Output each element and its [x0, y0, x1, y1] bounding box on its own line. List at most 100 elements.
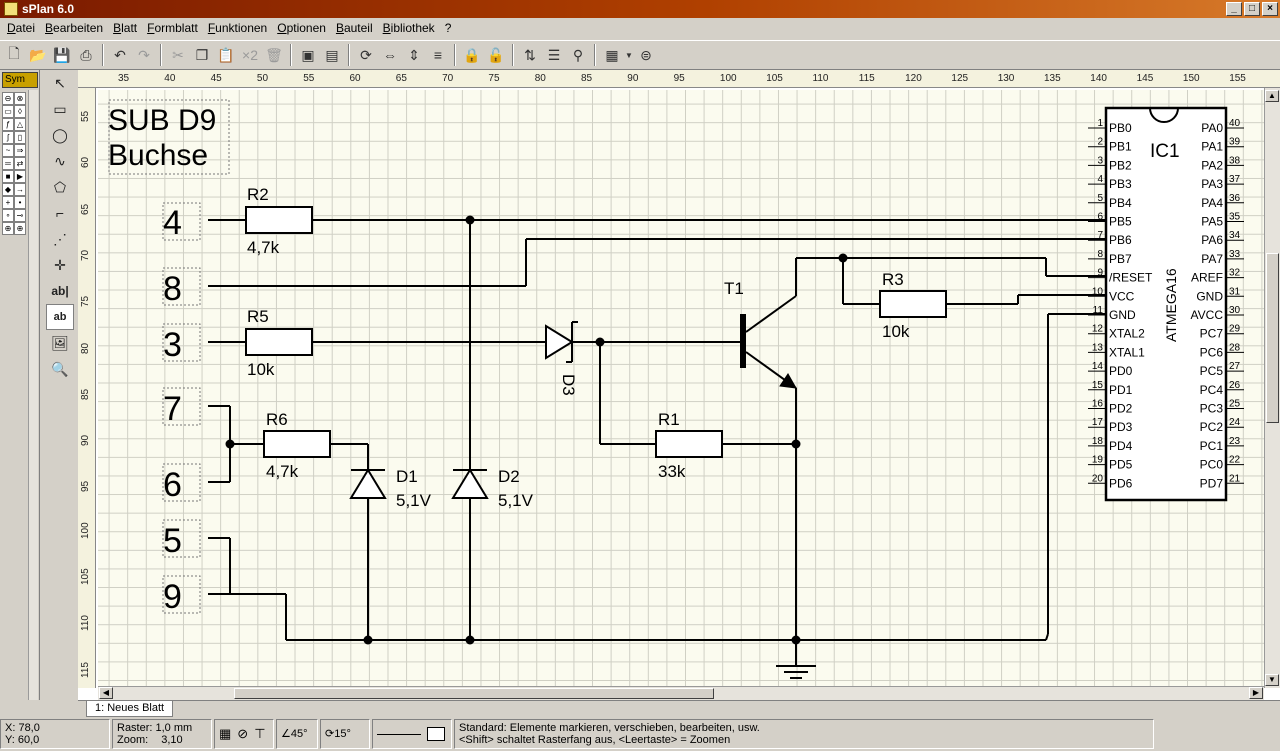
rotate-icon[interactable]: ⟳	[360, 46, 372, 63]
menu-bibliothek[interactable]: Bibliothek	[382, 21, 435, 35]
scroll-up-arrow[interactable]: ▲	[1265, 90, 1279, 102]
symbol-icon[interactable]: ═	[2, 157, 14, 170]
menu-blatt[interactable]: Blatt	[113, 21, 138, 35]
ruler-tick-label: 65	[395, 73, 407, 84]
menu-formblatt[interactable]: Formblatt	[147, 21, 198, 35]
text-icon[interactable]: ab|	[51, 284, 69, 298]
ic-pin-name: PD6	[1109, 476, 1133, 490]
open-folder-icon[interactable]: 📂	[29, 46, 47, 63]
polygon-icon[interactable]: ⬠	[53, 178, 67, 195]
menu-bauteil[interactable]: Bauteil	[335, 21, 373, 35]
copy-icon[interactable]: ❐	[195, 46, 209, 63]
symbol-icon[interactable]: ⊕	[14, 222, 26, 235]
symbol-icon[interactable]: ⊖	[2, 92, 14, 105]
redo-icon[interactable]: ↷	[138, 46, 150, 63]
align-icon[interactable]: ≡	[433, 47, 443, 63]
close-button[interactable]: ×	[1262, 2, 1278, 16]
binoculars-icon[interactable]: ⚲	[572, 46, 584, 63]
bezier-icon[interactable]: ∿	[54, 152, 66, 169]
rotation-step-readout[interactable]: 15°	[334, 728, 351, 740]
delete-icon[interactable]: 🗑	[265, 46, 283, 63]
menu-optionen[interactable]: Optionen	[277, 21, 326, 35]
symbol-icon[interactable]: ∘	[2, 209, 14, 222]
scroll-thumb[interactable]	[1266, 253, 1279, 423]
symbol-icon[interactable]: ◆	[2, 183, 14, 196]
library-scrollbar[interactable]	[28, 90, 38, 700]
schematic-sheet[interactable]: SUB D9 Buchse 4 8 3 7 6 5 9 R2 4,7k R5 1…	[98, 90, 1264, 686]
angle-readout[interactable]: 45°	[290, 728, 308, 740]
new-file-icon[interactable]: 🗋	[8, 45, 20, 61]
undo-icon[interactable]: ↶	[114, 46, 126, 63]
grid-icon[interactable]: ▦	[605, 46, 619, 63]
scroll-right-arrow[interactable]: ▶	[1249, 687, 1263, 699]
line-style-icon[interactable]	[377, 733, 421, 735]
symbol-icon[interactable]: ▶	[14, 170, 26, 183]
ic-pin-name: PB7	[1109, 252, 1132, 266]
junction-icon[interactable]: ✛	[54, 256, 66, 273]
to-back-icon[interactable]: ▤	[325, 46, 339, 63]
parts-list-icon[interactable]: ☰	[547, 46, 561, 63]
symbol-icon[interactable]: ⇒	[14, 144, 26, 157]
numbering-icon[interactable]: ⇅	[524, 46, 536, 63]
unlock-icon[interactable]: 🔓	[487, 46, 505, 63]
minimize-button[interactable]: _	[1226, 2, 1242, 16]
save-icon[interactable]: 💾	[53, 46, 71, 63]
mirror-horizontal-icon[interactable]: ⇔	[383, 47, 397, 63]
print-icon[interactable]: ⎙	[80, 46, 92, 63]
library-selector[interactable]: Sym	[2, 72, 38, 88]
symbol-icon[interactable]: ◊	[14, 105, 26, 118]
menu-help[interactable]: ?	[444, 21, 452, 35]
tab-sheet-1[interactable]: 1: Neues Blatt	[86, 701, 174, 717]
pointer-icon[interactable]: ↖	[54, 74, 66, 91]
to-front-icon[interactable]: ▣	[301, 46, 315, 63]
scroll-down-arrow[interactable]: ▼	[1265, 674, 1279, 686]
symbol-icon[interactable]: ƒ	[2, 118, 14, 131]
chevron-down-icon[interactable]: ▼	[625, 50, 633, 60]
symbol-icon[interactable]: ■	[2, 170, 14, 183]
ruler-tick-label: 50	[256, 73, 269, 84]
symbol-icon[interactable]: ▭	[2, 105, 14, 118]
scroll-thumb[interactable]	[234, 688, 714, 699]
symbol-icon[interactable]: ʃ	[2, 131, 14, 144]
zoom-fit-icon[interactable]: ⊜	[640, 46, 652, 63]
symbol-icon[interactable]: ⊗	[14, 92, 26, 105]
connect-icon[interactable]: ⊤	[254, 726, 266, 741]
zoom-icon[interactable]: 🔍	[51, 360, 69, 377]
fill-color-icon[interactable]	[427, 727, 445, 741]
paste-icon[interactable]: 📋	[217, 46, 235, 63]
ic-pin-number: 29	[1229, 324, 1241, 335]
symbol-icon[interactable]: ⊕	[2, 222, 14, 235]
symbol-icon[interactable]: ▯	[14, 131, 26, 144]
toolbar-separator	[512, 44, 514, 66]
ellipse-icon[interactable]: ◯	[52, 126, 68, 143]
snap-icon[interactable]: ⊘	[237, 726, 249, 741]
symbol-icon[interactable]: +	[2, 196, 14, 209]
symbol-icon[interactable]: ⇄	[14, 157, 26, 170]
wire-icon[interactable]: ⋰	[53, 230, 67, 247]
maximize-button[interactable]: □	[1244, 2, 1260, 16]
menu-datei[interactable]: Datei	[7, 21, 36, 35]
rectangle-icon[interactable]: ▭	[53, 100, 67, 117]
menu-bearbeiten[interactable]: Bearbeiten	[45, 21, 104, 35]
scroll-left-arrow[interactable]: ◀	[99, 687, 113, 699]
mirror-vertical-icon[interactable]: ⇕	[408, 46, 420, 63]
polyline-icon[interactable]: ⌐	[55, 205, 65, 221]
symbol-icon[interactable]: △	[14, 118, 26, 131]
ruler-tick-label: 65	[80, 203, 91, 215]
symbol-icon[interactable]: ~	[2, 144, 14, 157]
duplicate-button[interactable]: ×2	[242, 47, 258, 63]
ic-pin-number: 39	[1229, 137, 1241, 148]
image-icon[interactable]: 🖼	[51, 334, 69, 351]
menu-funktionen[interactable]: Funktionen	[207, 21, 268, 35]
vertical-scrollbar[interactable]: ▲ ▼	[1264, 88, 1280, 688]
symbol-icon[interactable]: →	[14, 183, 26, 196]
grid-toggle-icon[interactable]: ▦	[219, 726, 232, 741]
ruler-tick-label: 75	[80, 296, 91, 308]
lock-icon[interactable]: 🔒	[463, 46, 481, 63]
symbol-icon[interactable]: ⊸	[14, 209, 26, 222]
symbol-icon[interactable]: •	[14, 196, 26, 209]
text-frame-icon[interactable]: ab	[46, 304, 74, 330]
ic-pin-name: PC1	[1200, 439, 1224, 453]
cut-icon[interactable]: ✂	[172, 46, 184, 63]
horizontal-scrollbar[interactable]: ◀ ▶	[98, 686, 1264, 700]
